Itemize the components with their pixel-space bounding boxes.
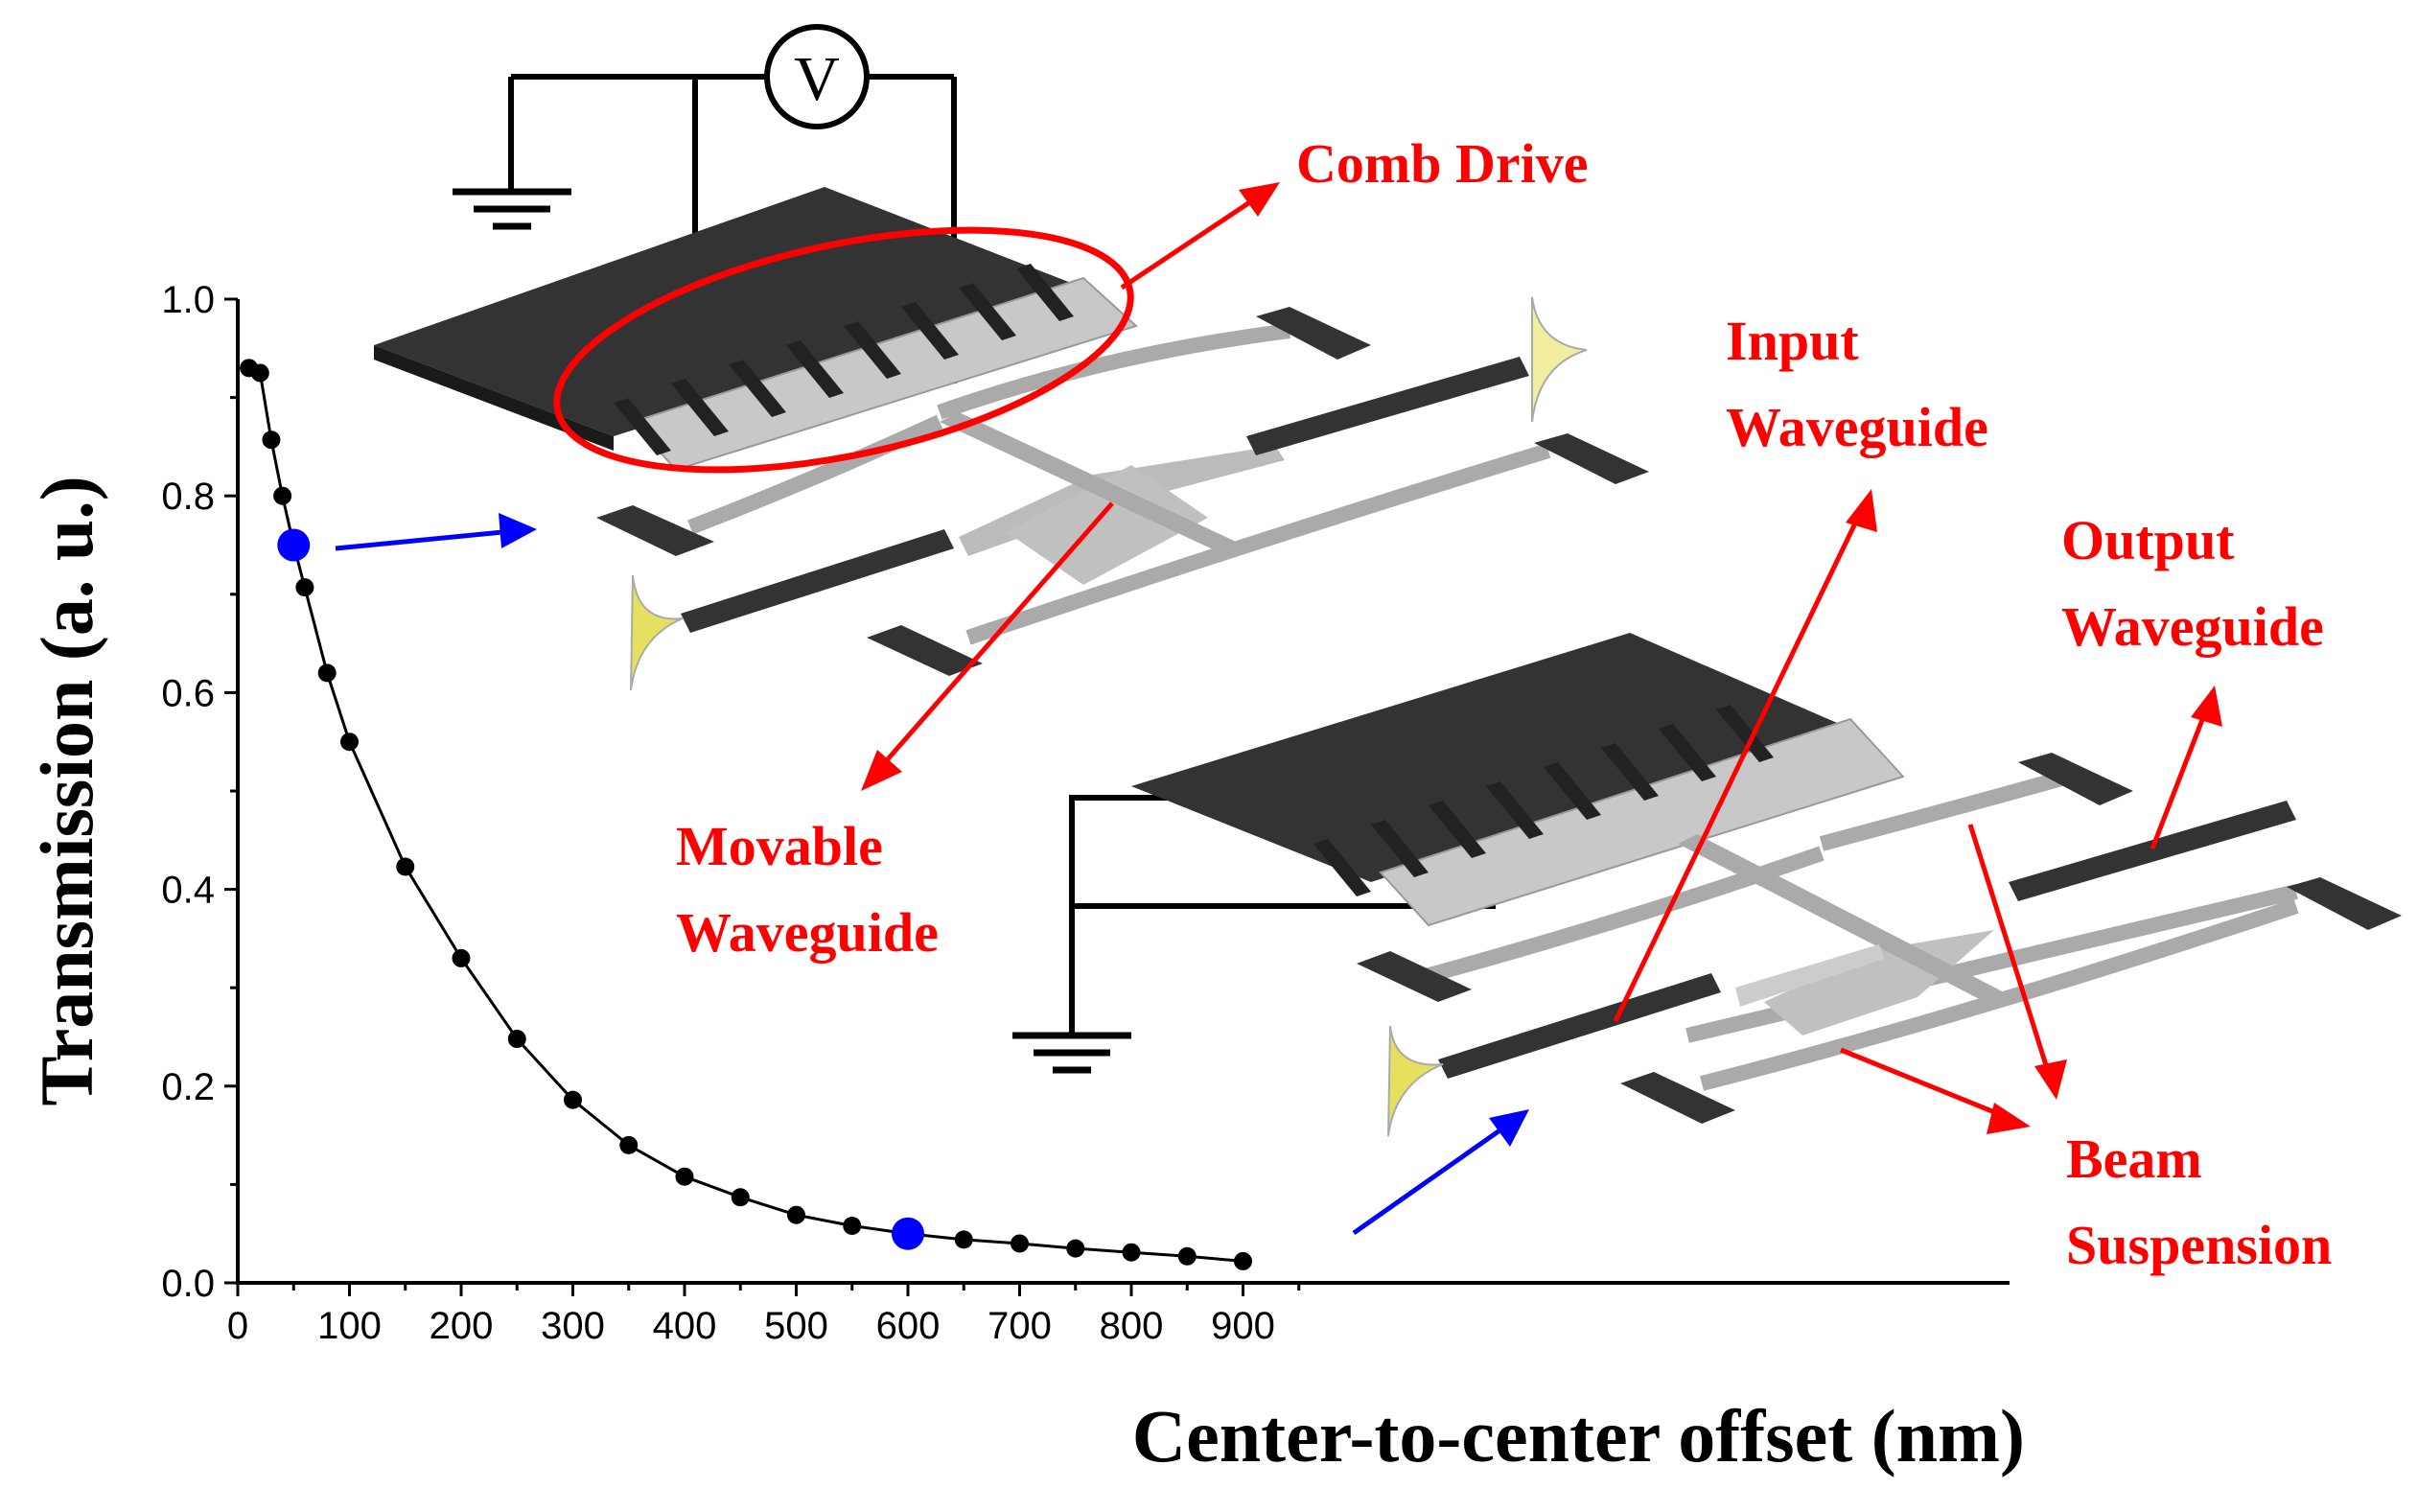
red-arrowheads [861,182,2222,1134]
x-tick-label: 900 [1211,1305,1275,1347]
comb-fingers-lower [1313,705,1774,896]
x-tick-labels: 0 100 200 300 400 500 600 700 800 900 [227,1305,1275,1347]
device-lower [1012,633,2402,1137]
data-point [1177,1246,1197,1266]
blue-arrowhead-bottom [1489,1109,1529,1147]
x-tick-label: 800 [1100,1305,1164,1347]
optical-mode-output-upper [1531,296,1588,423]
red-arrows [871,189,2213,1123]
highlighted-point [277,528,311,562]
data-point [340,733,359,752]
data-point [564,1090,582,1109]
input-waveguide-upper [681,529,954,633]
y-tick-label: 0.2 [161,1066,215,1108]
voltmeter-label: V [794,44,840,114]
y-tick-label: 0.4 [161,870,215,912]
x-tick-label: 400 [653,1305,717,1347]
y-tick-labels: 0.0 0.2 0.4 0.6 0.8 1.0 [161,279,215,1305]
label-movable-line1: Movable [676,815,883,877]
x-tick-label: 500 [764,1305,828,1347]
highlighted-point [892,1217,924,1250]
blue-arrow-bottom [1352,1117,1517,1236]
data-point [295,578,314,597]
ground-icon-lower [1012,1032,1131,1074]
label-beam-line1: Beam [2066,1128,2202,1190]
data-point [731,1188,750,1207]
x-tick-label: 700 [988,1305,1052,1347]
x-tick-label: 200 [430,1305,494,1347]
data-point [396,857,415,876]
label-comb-drive: Comb Drive [1296,132,1588,195]
comb-plate-lower [1131,633,1850,882]
beams-upper [687,323,1551,645]
input-waveguide-lower [1438,973,1721,1079]
x-axis-title: Center-to-center offset (nm) [1132,1394,2025,1477]
anchor-pads-upper [596,307,1649,676]
label-input-line1: Input [1726,310,1859,372]
y-tick-label: 0.0 [161,1263,215,1305]
highlighted-points [277,528,924,1250]
movable-waveguide-lower [1764,930,1994,1035]
blue-arrow-top [335,527,523,551]
data-point [954,1230,973,1249]
data-point [452,948,471,967]
label-beam-line2: Suspension [2066,1214,2332,1276]
y-tick-label: 0.8 [161,476,215,518]
output-waveguide-upper [1246,357,1529,455]
data-point [250,363,269,383]
y-ticks [224,297,238,1285]
label-input-line2: Waveguide [1726,396,1988,458]
ground-icon [453,188,571,230]
x-tick-label: 600 [876,1305,941,1347]
device-upper: V [374,24,1649,691]
output-waveguide-lower [2009,801,2296,901]
data-point [619,1135,639,1154]
blue-arrowhead-top [499,513,537,548]
label-output-line1: Output [2061,509,2235,571]
beams-lower [1416,771,2299,1091]
data-point [675,1167,694,1186]
data-point [1011,1234,1029,1253]
voltmeter-icon: V [764,24,870,129]
data-point [273,486,292,505]
data-point [507,1030,526,1049]
data-point [1234,1251,1252,1270]
data-point [1066,1239,1085,1258]
optical-mode-input-lower [1387,1025,1444,1137]
label-output-line2: Waveguide [2061,595,2324,658]
data-point [317,663,337,683]
comb-drive-highlight [553,226,1134,474]
x-tick-label: 0 [227,1305,248,1347]
data-point [843,1216,862,1235]
x-tick-label: 300 [541,1305,605,1347]
optical-mode-input-upper [630,574,684,691]
y-tick-label: 1.0 [161,279,215,321]
blue-arrows [335,513,1529,1236]
anchor-pads-lower [1357,753,2402,1124]
x-ticks [236,1283,1301,1296]
data-point [262,430,281,450]
comb-fingers-upper [614,264,1074,455]
label-movable-line2: Waveguide [676,901,939,964]
y-axis-title: Transmission (a. u.) [25,476,108,1105]
data-point [787,1205,805,1224]
y-tick-label: 0.6 [161,672,215,714]
comb-plate-upper [374,187,1083,436]
x-tick-label: 100 [317,1305,382,1347]
data-point [1122,1243,1141,1262]
